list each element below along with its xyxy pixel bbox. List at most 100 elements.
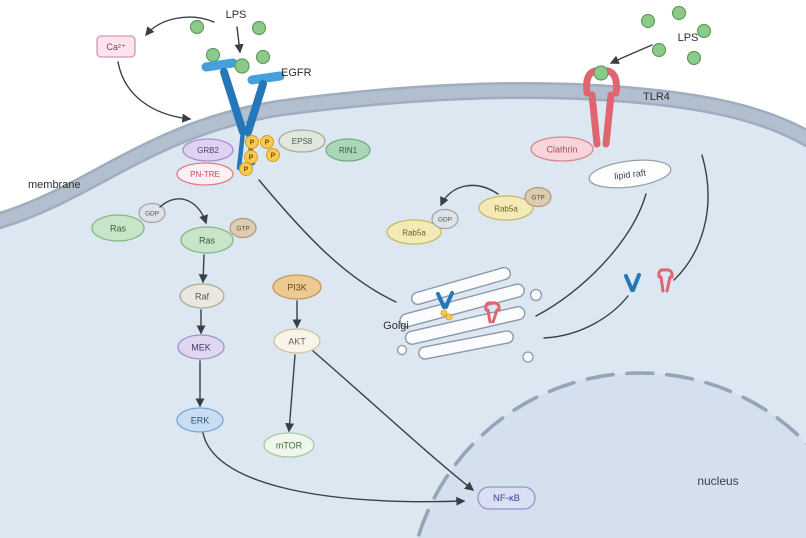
phospho-label: P bbox=[265, 140, 270, 147]
lps-molecule bbox=[640, 13, 656, 29]
lps-molecule bbox=[251, 20, 267, 36]
tlr4-mini-stem bbox=[665, 275, 672, 293]
pi3k-bubble bbox=[272, 274, 322, 300]
recycling-receptors bbox=[624, 268, 674, 293]
lps-molecule bbox=[686, 50, 702, 66]
tlr4-mini-hook bbox=[663, 268, 674, 279]
grb2-label: GRB2 bbox=[197, 146, 219, 155]
ras-gtp-label: Ras bbox=[199, 236, 216, 246]
egfr-mini-arm bbox=[631, 273, 641, 292]
pn-tre-label: PN-TRE bbox=[190, 170, 220, 179]
erk-to-nfkb-arrow bbox=[202, 432, 466, 506]
erk-bubble bbox=[176, 407, 224, 433]
phospho-label: P bbox=[250, 140, 255, 147]
lps-to-tlr4-arrow bbox=[609, 44, 653, 64]
akt-bubble bbox=[273, 328, 321, 354]
egfr-right-cap bbox=[247, 71, 285, 85]
phospho-circle bbox=[244, 150, 258, 164]
lipid-raft-bubble bbox=[588, 159, 672, 189]
lps-bound-egfr bbox=[234, 58, 250, 74]
ras-gtp-bubble bbox=[180, 226, 234, 254]
clathrin-label: Clathrin bbox=[546, 145, 577, 155]
egfr-on-golgi-icon bbox=[436, 291, 454, 321]
lps-molecule bbox=[255, 49, 271, 65]
nfkb-pill bbox=[477, 486, 536, 510]
rab5a-gtp-bubble bbox=[478, 195, 534, 221]
nucleus-label: nucleus bbox=[697, 474, 738, 488]
tlr4-left-stem bbox=[588, 91, 601, 148]
phospho-circle bbox=[239, 162, 253, 176]
calcium-label: Ca²⁺ bbox=[106, 42, 126, 52]
mapk-cascade: Ras GDP Ras GTP Raf MEK ERK bbox=[91, 198, 257, 433]
tlr4-mini-stem bbox=[486, 308, 492, 324]
golgi-label: Golgi bbox=[383, 320, 409, 332]
lps-left-group: LPS Ca²⁺ bbox=[96, 9, 271, 123]
ras-gdp-label: Ras bbox=[110, 224, 127, 234]
tlr4-right-stem bbox=[602, 91, 615, 148]
golgi-to-receptors-curve bbox=[543, 295, 629, 339]
phospho-site: P bbox=[239, 162, 253, 176]
gdp-badge-label: GDP bbox=[145, 211, 159, 218]
pi3k-pathway: PI3K AKT mTOR bbox=[263, 274, 322, 458]
egfr-to-golgi-curve bbox=[258, 179, 397, 303]
pn-tre-bubble bbox=[176, 162, 234, 186]
gtp-badge-label: GTP bbox=[531, 195, 544, 202]
nuclear-envelope bbox=[416, 371, 806, 538]
egfr-left-cap bbox=[201, 58, 238, 72]
eps8-bubble bbox=[278, 129, 326, 153]
gtp-badge bbox=[229, 217, 257, 239]
ras-activation-arrow bbox=[159, 198, 208, 225]
egfr-mini-arm bbox=[436, 292, 446, 309]
akt-to-nfkb-arrow bbox=[312, 350, 475, 491]
golgi-vesicle bbox=[522, 351, 534, 363]
membrane-to-receptors-curve bbox=[673, 154, 709, 281]
plasma-membrane: membrane bbox=[0, 81, 806, 230]
rab5a-cycle-arrow bbox=[440, 184, 499, 207]
clathrin-bubble bbox=[530, 136, 594, 162]
lps-molecule bbox=[696, 23, 712, 39]
mek-bubble bbox=[177, 334, 225, 360]
phosphate-dot bbox=[445, 313, 453, 321]
lps-right-label: LPS bbox=[678, 32, 699, 44]
rin1-label: RIN1 bbox=[339, 146, 358, 155]
lps-left-label: LPS bbox=[226, 9, 247, 21]
gdp-badge bbox=[431, 208, 459, 230]
rab5a-cycle: Rab5a GDP Rab5a GTP bbox=[386, 184, 552, 245]
golgi-vesicle bbox=[396, 344, 408, 356]
rab5a-gdp-bubble bbox=[386, 219, 442, 245]
nfkb-group: NF-κB bbox=[202, 350, 536, 510]
membrane-label: membrane bbox=[28, 179, 81, 191]
golgi-cisterna bbox=[399, 283, 525, 328]
lipid-raft-label: lipid raft bbox=[614, 168, 647, 182]
tlr4-on-golgi-icon bbox=[484, 301, 501, 324]
golgi-cisterna bbox=[418, 330, 514, 360]
rab5a-gtp-label: Rab5a bbox=[494, 205, 518, 214]
lps-to-calcium-arrow bbox=[145, 16, 215, 37]
tlr4-mini-hook bbox=[484, 301, 493, 312]
nfkb-label: NF-κB bbox=[493, 493, 520, 504]
lps-to-egfr-arrow bbox=[234, 26, 244, 54]
golgi-apparatus: Golgi bbox=[383, 266, 543, 363]
calcium-box bbox=[96, 35, 136, 58]
calcium-to-egfr-arrow bbox=[117, 61, 192, 123]
golgi-vesicle bbox=[529, 288, 543, 302]
gtp-badge-label: GTP bbox=[236, 226, 249, 233]
egfr-mini-arm bbox=[624, 274, 634, 292]
phospho-label: P bbox=[249, 155, 254, 162]
grb2-bubble bbox=[182, 138, 234, 162]
egfr-label: EGFR bbox=[281, 67, 312, 79]
egfr-left-arm bbox=[220, 68, 247, 136]
lps-bound-tlr4 bbox=[593, 65, 609, 81]
lps-molecule bbox=[671, 5, 687, 21]
mtor-bubble bbox=[263, 432, 315, 458]
tlr4-mini-hook bbox=[490, 301, 501, 312]
tlr4-to-golgi-curve bbox=[535, 193, 647, 317]
phospho-site: P bbox=[260, 135, 274, 149]
erk-label: ERK bbox=[191, 416, 210, 426]
pi3k-label: PI3K bbox=[287, 283, 307, 293]
gtp-badge bbox=[524, 186, 552, 208]
phospho-label: P bbox=[244, 167, 249, 174]
phospho-site: P bbox=[245, 135, 259, 149]
tlr4-mini-hook bbox=[657, 268, 666, 279]
